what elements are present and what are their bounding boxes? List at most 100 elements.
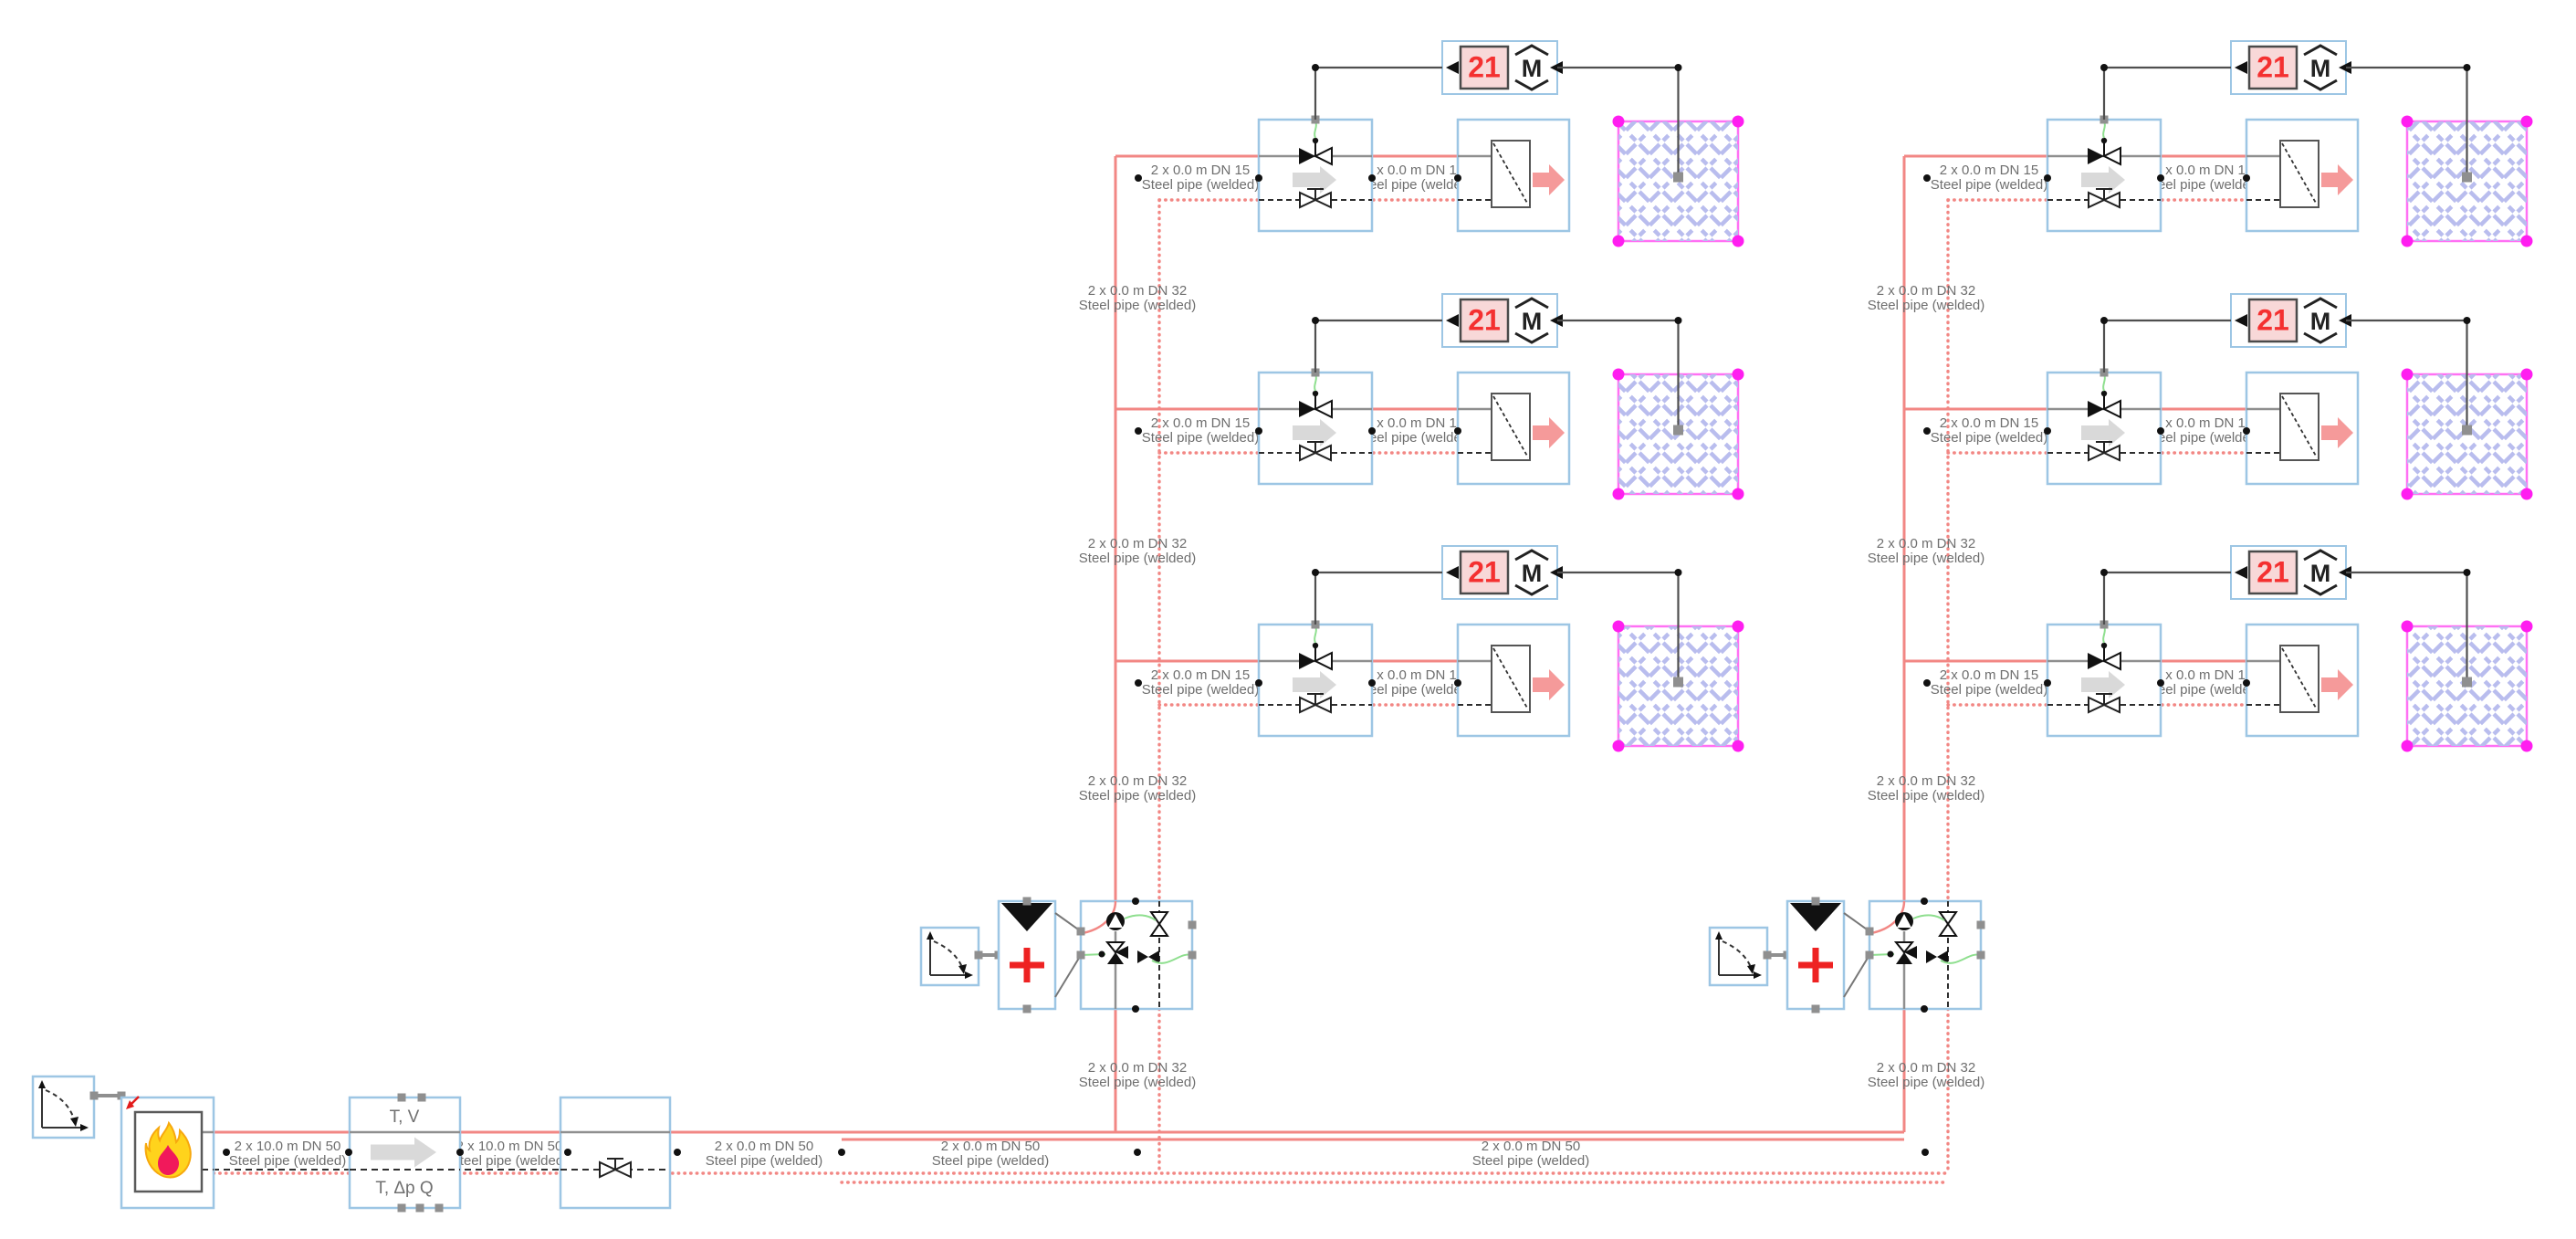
- node-dot: [2100, 317, 2108, 324]
- room-corner-dot: [1612, 368, 1625, 381]
- node-dot: [838, 1149, 845, 1156]
- connector-square: [415, 1203, 424, 1213]
- measuring-block[interactable]: T, VT, Δp Q: [348, 1093, 462, 1213]
- room-corner-dot: [2401, 488, 2414, 500]
- thermostat-setpoint: 21: [1468, 303, 1501, 336]
- characteristic-curve-box[interactable]: [919, 926, 980, 987]
- connector-square: [2462, 677, 2472, 688]
- motor-actuator-label: M: [1522, 560, 1543, 587]
- motor-actuator-label: M: [2310, 560, 2331, 587]
- node-dot: [2463, 569, 2471, 576]
- circuit-valve-box[interactable]: [1257, 620, 1374, 738]
- node-dot: [1921, 898, 1928, 905]
- node-dot: [2463, 64, 2471, 71]
- node-dot: [1674, 569, 1682, 576]
- circuit-valve-box[interactable]: [2046, 115, 2162, 233]
- connector-square: [397, 1093, 406, 1102]
- room-corner-dot: [2520, 368, 2533, 381]
- node-dot: [2243, 174, 2250, 182]
- connector-square: [2462, 425, 2472, 436]
- circuit-valve-box[interactable]: [2046, 620, 2162, 738]
- thermostat-setpoint: 21: [1468, 555, 1501, 588]
- radiator-box[interactable]: [2245, 623, 2360, 738]
- node-dot: [2100, 569, 2108, 576]
- node-dot: [1887, 950, 1894, 958]
- node-dot: [674, 1149, 681, 1156]
- radiator-box[interactable]: [2245, 118, 2360, 233]
- connector-square: [1976, 920, 1985, 929]
- connector-square: [1188, 950, 1197, 960]
- connector-square: [435, 1203, 444, 1213]
- room-corner-dot: [2520, 488, 2533, 500]
- thermostat-box[interactable]: 21 M: [2230, 40, 2351, 95]
- node-dot: [2157, 679, 2164, 687]
- dot-layer: [223, 64, 2471, 1156]
- node-dot: [1255, 679, 1262, 687]
- connector-square: [1673, 172, 1683, 183]
- motor-actuator-label: M: [2310, 55, 2331, 82]
- pump-group[interactable]: [1763, 897, 1985, 1013]
- motor-actuator-label: M: [1522, 55, 1543, 82]
- node-dot: [1255, 427, 1262, 435]
- connector-square: [1673, 677, 1683, 688]
- radiator-box[interactable]: [1456, 118, 1571, 233]
- node-dot: [1674, 317, 1682, 324]
- circuit-valve-box[interactable]: [1257, 368, 1374, 486]
- node-dot: [2463, 317, 2471, 324]
- circuit-valve-box[interactable]: [2046, 368, 2162, 486]
- radiator-box[interactable]: [1456, 623, 1571, 738]
- radiator-box[interactable]: [2245, 371, 2360, 486]
- connector-square: [1976, 950, 1985, 960]
- room-box[interactable]: [1612, 368, 1744, 500]
- boiler[interactable]: [89, 1091, 215, 1210]
- room-corner-dot: [2401, 115, 2414, 128]
- characteristic-curve-box[interactable]: [1708, 926, 1769, 987]
- node-dot: [1674, 64, 1682, 71]
- circuit-valve-box[interactable]: [1257, 115, 1374, 233]
- node-dot: [1135, 679, 1142, 687]
- node-dot: [1135, 427, 1142, 435]
- room-corner-dot: [2401, 235, 2414, 247]
- room-corner-dot: [2520, 235, 2533, 247]
- pump-group[interactable]: [974, 897, 1197, 1013]
- room-corner-dot: [2520, 620, 2533, 633]
- node-dot: [1135, 174, 1142, 182]
- node-dot: [456, 1149, 464, 1156]
- room-box[interactable]: [1612, 620, 1744, 752]
- connector-square: [1811, 897, 1820, 906]
- characteristic-curve-box[interactable]: [31, 1075, 96, 1139]
- connector-square: [1188, 920, 1197, 929]
- radiator-box[interactable]: [1456, 371, 1571, 486]
- connector-square: [1076, 950, 1085, 960]
- connector-square: [1022, 1004, 1031, 1013]
- node-dot: [2044, 174, 2051, 182]
- node-dot: [1454, 427, 1461, 435]
- node-dot: [1312, 64, 1319, 71]
- thermostat-box[interactable]: 21 M: [1441, 545, 1563, 600]
- shutoff-valve-block[interactable]: [559, 1096, 672, 1210]
- connector-square: [1673, 425, 1683, 436]
- connector-square: [974, 950, 983, 960]
- thermostat-setpoint: 21: [2257, 50, 2289, 83]
- measure-bottom-label: T, Δp Q: [375, 1179, 433, 1198]
